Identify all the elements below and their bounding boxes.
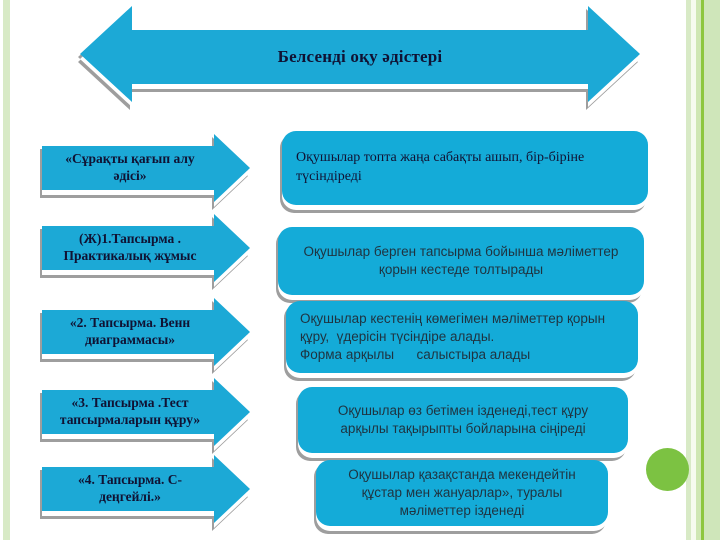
arrow-shape: «Сұрақты қағып алу әдісі»: [42, 134, 250, 202]
description-box-4: Оқушылар өз бетімен ізденеді,тест құру а…: [298, 387, 628, 453]
description-box-1: Оқушылар топта жаңа сабақты ашып, бір-бі…: [282, 131, 648, 205]
right-border-band: [686, 0, 720, 540]
description-box-3: Оқушылар кестенің көмегімен мәліметтер қ…: [286, 301, 638, 373]
box-text: Оқушылар кестенің көмегімен мәліметтер қ…: [300, 310, 606, 363]
left-border-stripe: [3, 0, 10, 540]
title-banner: Белсенді оқу әдістері: [80, 6, 640, 102]
method-arrow-5: «4. Тапсырма. С- деңгейлі.»: [42, 455, 250, 523]
arrow-label: «3. Тапсырма .Тест тапсырмаларын құру»: [59, 395, 201, 427]
double-arrow-shape: Белсенді оқу әдістері: [80, 6, 640, 102]
arrow-label: «Сұрақты қағып алу әдісі»: [65, 151, 195, 183]
box-text: Оқушылар қазақстанда мекендейтін құстар …: [348, 466, 576, 519]
slide-title: Белсенді оқу әдістері: [277, 47, 443, 66]
method-arrow-2: (Ж)1.Тапсырма . Практикалық жұмыс: [42, 214, 250, 282]
description-box-5: Оқушылар қазақстанда мекендейтін құстар …: [316, 460, 608, 526]
box-text: Оқушылар берген тапсырма бойынша мәлімет…: [303, 243, 619, 277]
green-circle-decoration: [646, 448, 689, 491]
box-text: Оқушылар топта жаңа сабақты ашып, бір-бі…: [296, 150, 585, 184]
arrow-label: «2. Тапсырма. Венн диаграммасы»: [69, 315, 191, 347]
description-box-2: Оқушылар берген тапсырма бойынша мәлімет…: [278, 227, 644, 295]
arrow-shape: «2. Тапсырма. Венн диаграммасы»: [42, 298, 250, 366]
arrow-shape: «4. Тапсырма. С- деңгейлі.»: [42, 455, 250, 523]
box-text: Оқушылар өз бетімен ізденеді,тест құру а…: [337, 402, 589, 436]
method-arrow-3: «2. Тапсырма. Венн диаграммасы»: [42, 298, 250, 366]
arrow-shape: «3. Тапсырма .Тест тапсырмаларын құру»: [42, 378, 250, 446]
method-arrow-4: «3. Тапсырма .Тест тапсырмаларын құру»: [42, 378, 250, 446]
arrow-label: «4. Тапсырма. С- деңгейлі.»: [78, 472, 182, 504]
arrow-shape: (Ж)1.Тапсырма . Практикалық жұмыс: [42, 214, 250, 282]
method-arrow-1: «Сұрақты қағып алу әдісі»: [42, 134, 250, 202]
arrow-label: (Ж)1.Тапсырма . Практикалық жұмыс: [63, 231, 197, 263]
